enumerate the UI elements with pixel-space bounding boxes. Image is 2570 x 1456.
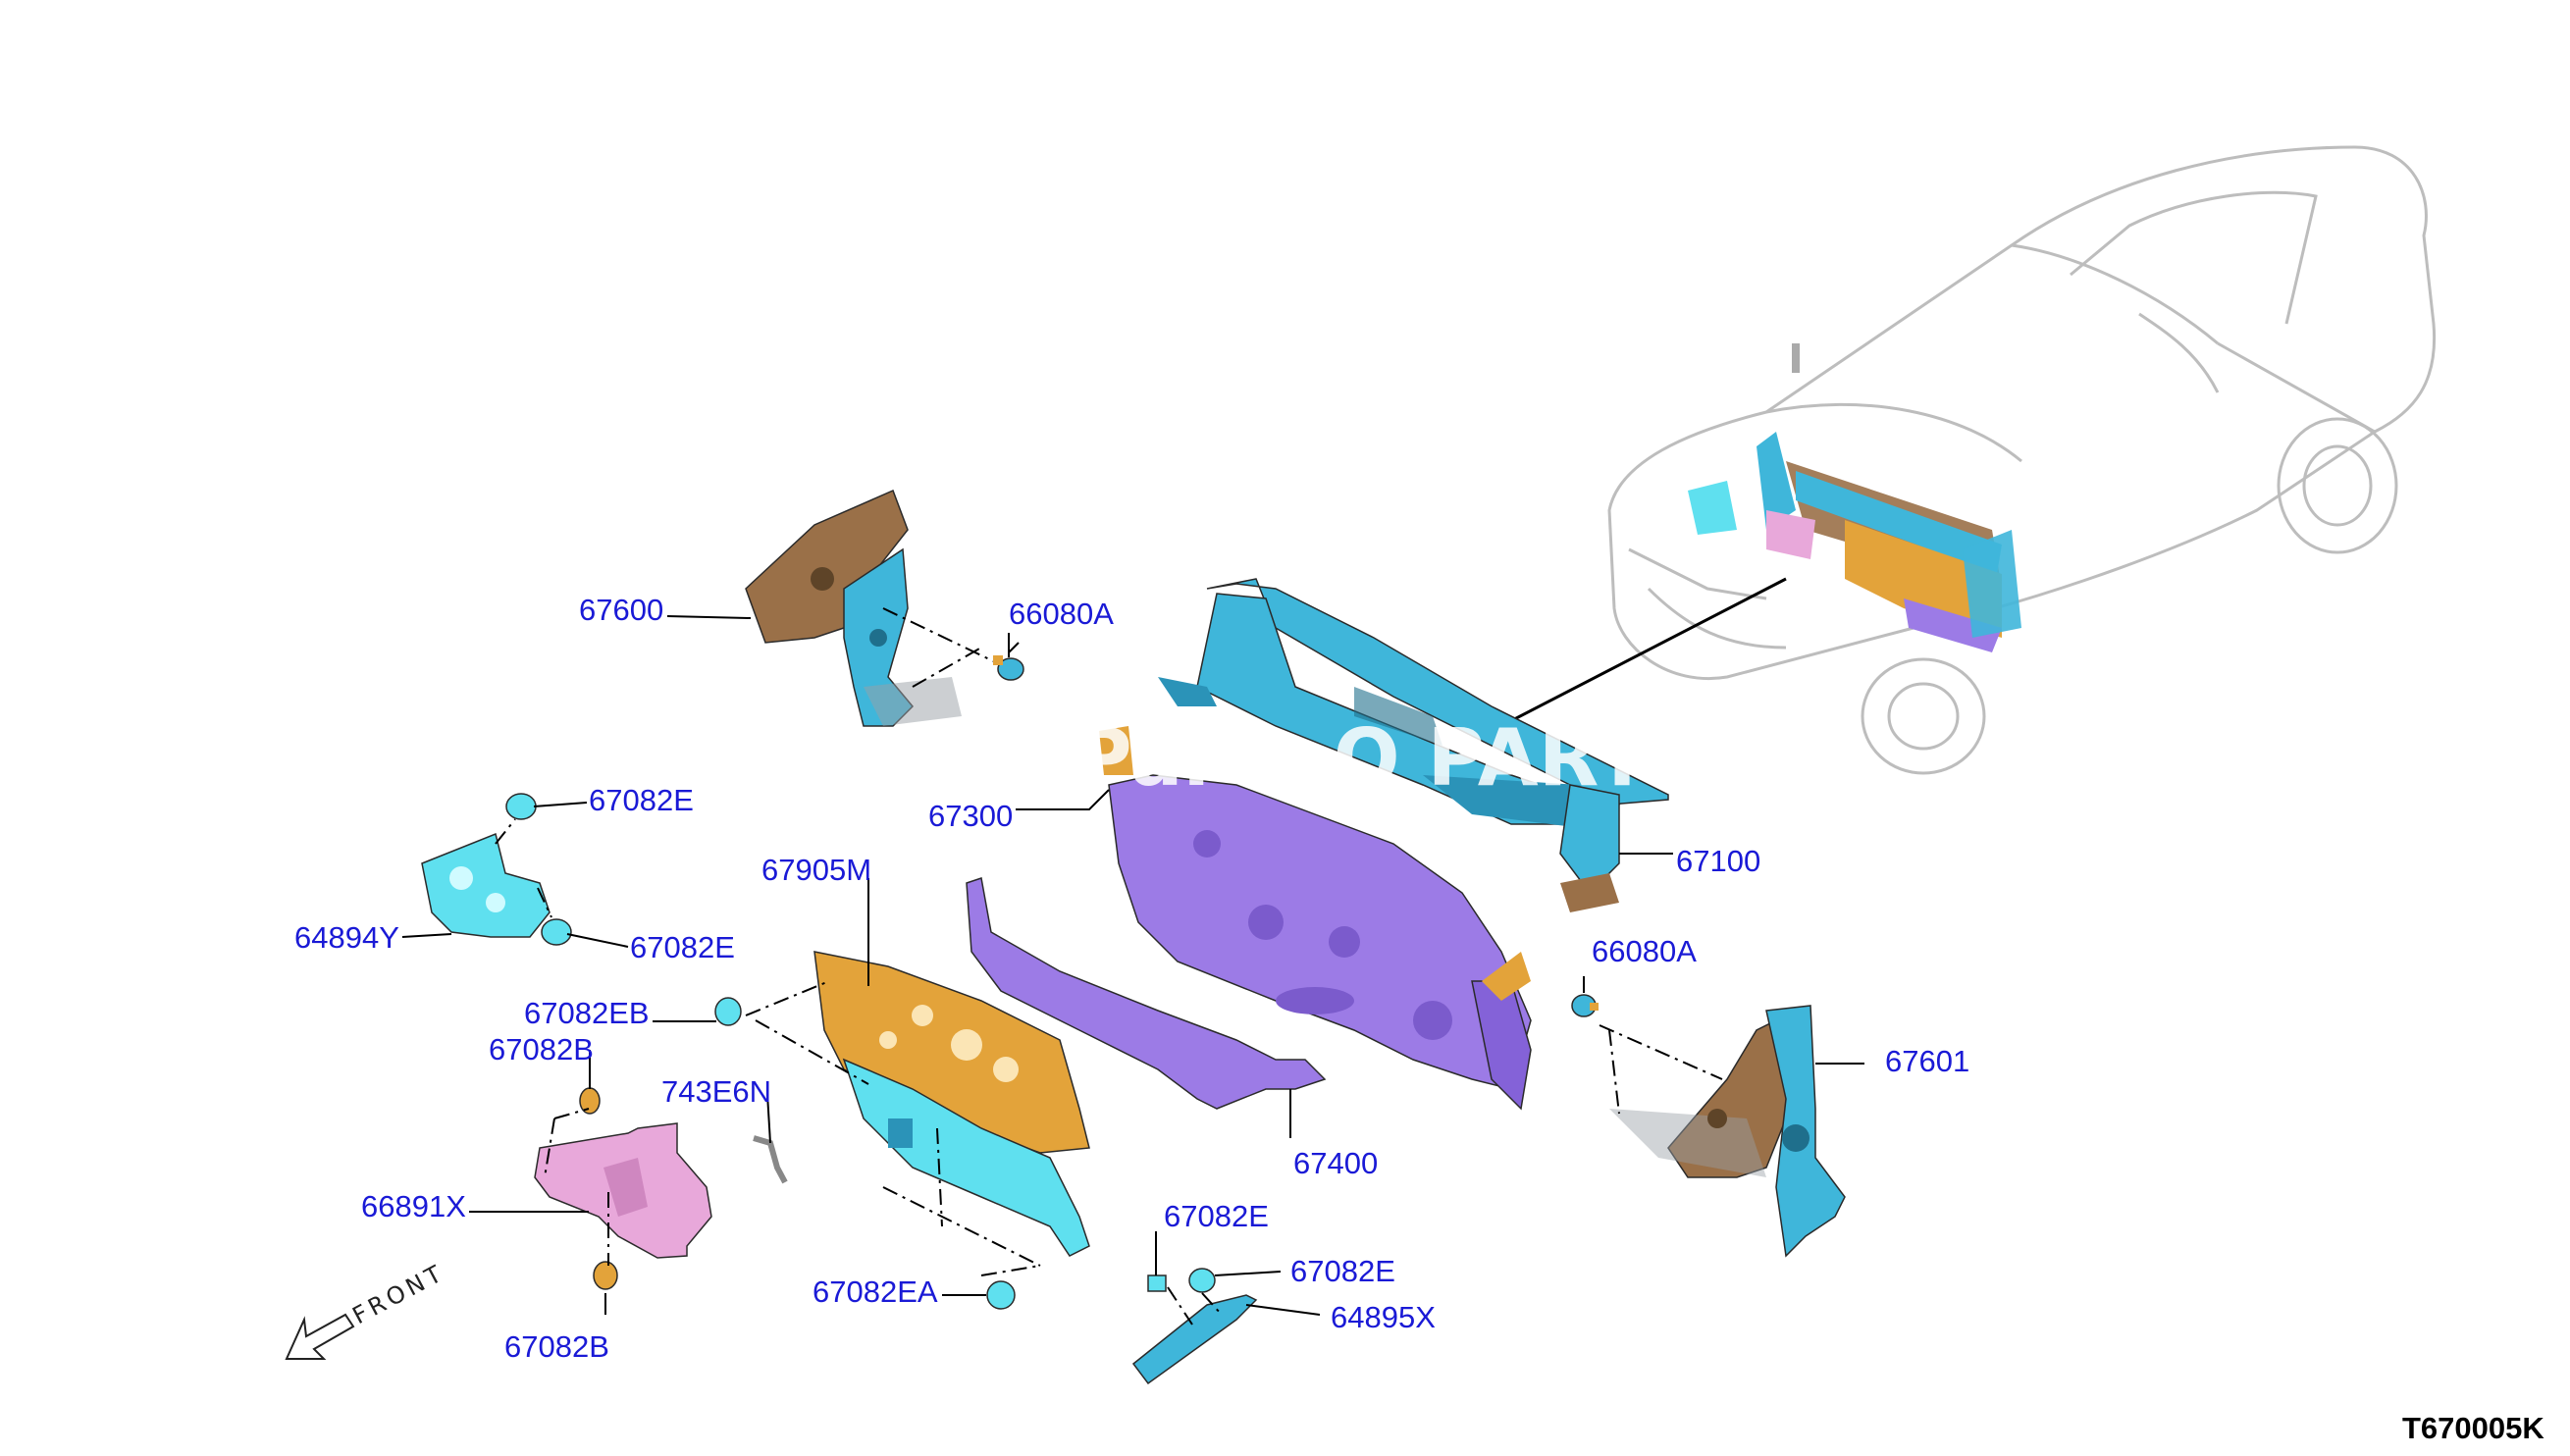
part-67082b-pad-top (579, 1087, 601, 1115)
front-label: FRONT (348, 1259, 449, 1330)
vehicle-overview (1607, 145, 2437, 775)
label-66080a-right[interactable]: 66080A (1592, 934, 1697, 968)
label-67905m[interactable]: 67905M (761, 853, 871, 887)
vehicle-highlighted-parts (1688, 432, 2021, 652)
front-indicator: FRONT (285, 1259, 449, 1360)
part-67082e-clip-2 (541, 918, 572, 946)
part-labels: 67600 66080A 67082E 64894Y 67082E 67300 … (294, 593, 1969, 1364)
leader-lines (401, 615, 1864, 1316)
part-66891x-bracket (534, 1122, 712, 1259)
watermark-text: Parts O PARTS (1075, 712, 1705, 804)
label-64894y[interactable]: 64894Y (294, 920, 399, 955)
part-67082ea-clip (986, 1280, 1016, 1310)
part-64895x-bracket (1131, 1294, 1258, 1385)
label-67082e-4[interactable]: 67082E (1290, 1254, 1395, 1288)
part-67601-panel (1609, 1005, 1846, 1258)
label-66080a-top[interactable]: 66080A (1009, 597, 1114, 631)
part-67082e-clip-4 (1188, 1268, 1216, 1293)
part-67082eb-clip (714, 997, 742, 1026)
label-67100[interactable]: 67100 (1676, 844, 1760, 878)
part-67300-dash-panel (1099, 726, 1532, 1111)
part-67082e-clip-3 (1147, 1274, 1167, 1292)
label-743e6n[interactable]: 743E6N (661, 1074, 771, 1109)
part-67905m-insulator (813, 951, 1090, 1257)
diagram-code: T670005K (2402, 1411, 2544, 1445)
part-67082b-pad-bottom (593, 1261, 618, 1290)
label-67082e-1[interactable]: 67082E (589, 783, 694, 817)
label-64895x[interactable]: 64895X (1331, 1300, 1436, 1334)
part-66080a-clip-right (1571, 994, 1599, 1017)
label-67082e-2[interactable]: 67082E (630, 930, 735, 964)
part-67082e-clip-1 (505, 793, 537, 820)
label-67082b-bottom[interactable]: 67082B (504, 1329, 609, 1364)
label-67300[interactable]: 67300 (928, 799, 1013, 833)
part-64894y-bracket (421, 832, 551, 938)
label-67082eb[interactable]: 67082EB (524, 996, 650, 1030)
label-67601[interactable]: 67601 (1885, 1044, 1969, 1078)
label-66891x[interactable]: 66891X (361, 1189, 466, 1223)
label-67082e-3[interactable]: 67082E (1164, 1199, 1269, 1233)
part-67600-panel (745, 489, 962, 727)
label-67082ea[interactable]: 67082EA (813, 1274, 938, 1309)
part-743e6n-clip (753, 1135, 788, 1184)
part-67400-dash-cross-member (966, 877, 1327, 1110)
part-67100-cowl-top (1158, 578, 1669, 912)
front-arrow-icon (285, 1313, 355, 1360)
label-67600[interactable]: 67600 (579, 593, 663, 627)
label-67082b-top[interactable]: 67082B (489, 1032, 594, 1066)
part-66080a-clip-top (993, 655, 1024, 681)
label-67400[interactable]: 67400 (1293, 1146, 1378, 1180)
